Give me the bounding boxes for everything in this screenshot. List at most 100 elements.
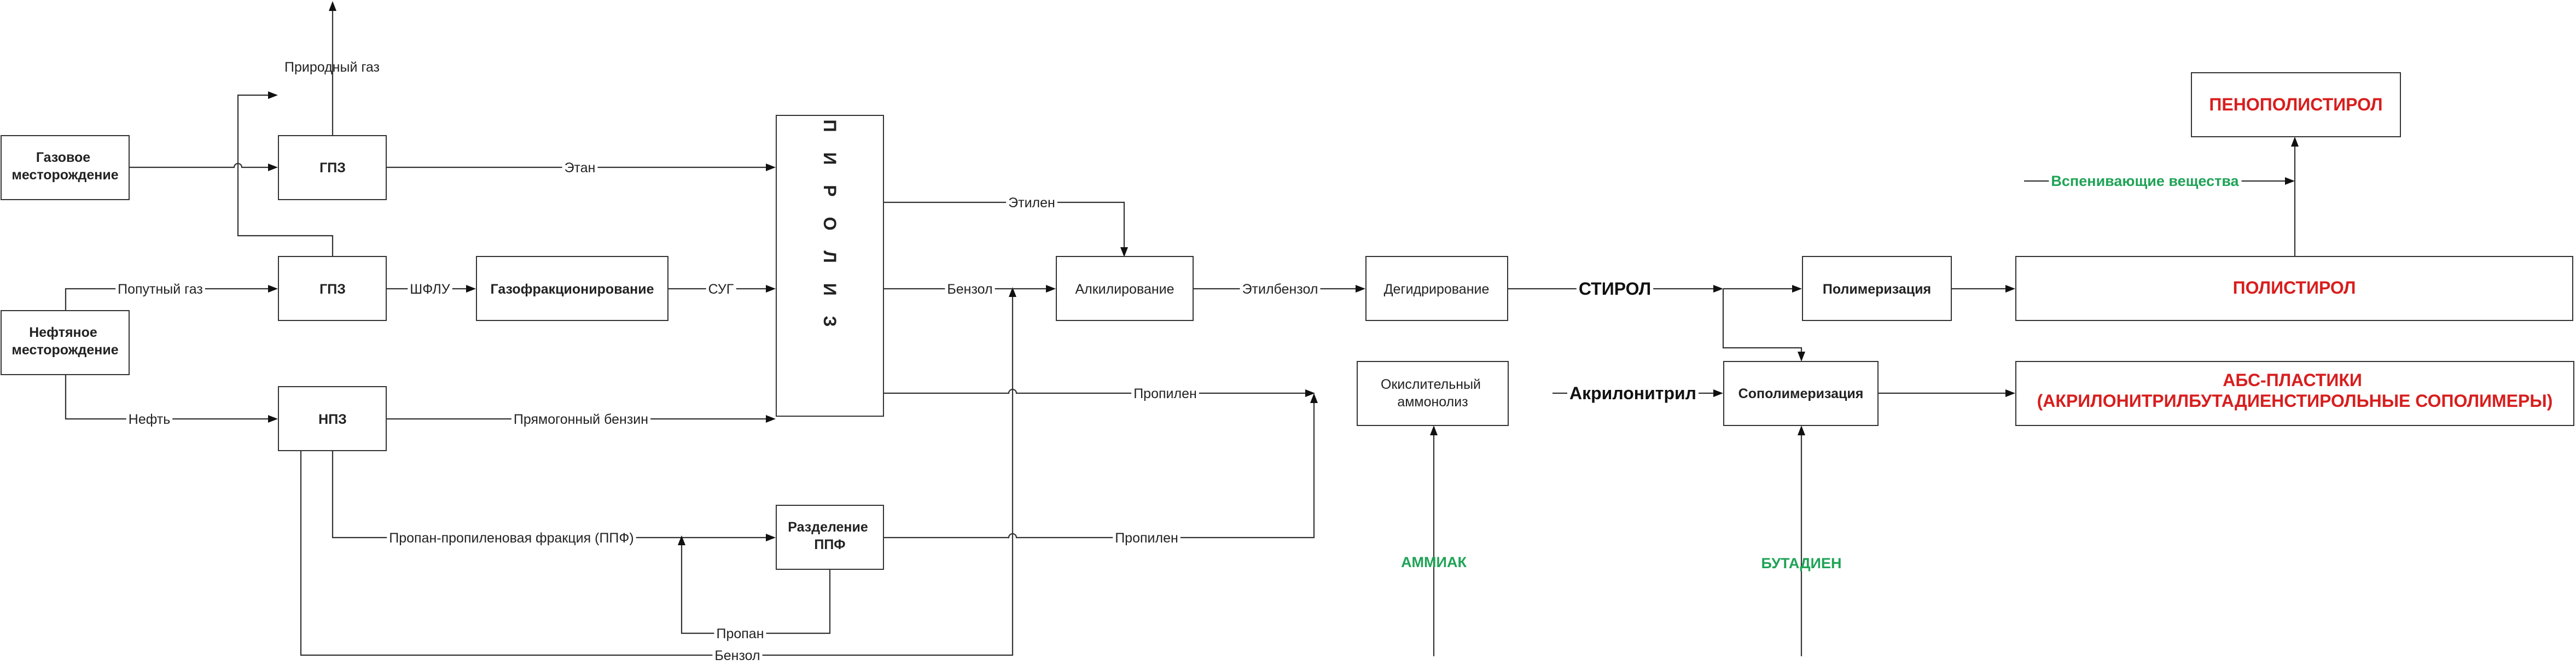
edge-benzene-bottom [300,297,1014,656]
alkylation-label: Алкилирование [1075,282,1174,297]
polymerization-box [1802,256,1952,321]
label-background [706,283,736,296]
propylene-top-label: Пропилен [1133,386,1197,401]
arrowhead [766,285,776,293]
oil-field-label-line1: Нефтяное [29,325,97,340]
abs-plastics-label: АБС-ПЛАСТИКИ (АКРИЛОНИТРИЛБУТАДИЕНСТИРОЛ… [2037,370,2553,411]
ppf-separation-box [776,505,884,570]
oxidative-ammonolysis-label-line2: аммонолиз [1397,394,1468,410]
label-background [562,161,598,174]
arrowhead [766,164,776,171]
label-background [387,532,636,545]
label-background [1131,387,1199,400]
gas-field-label-line1: Газовое [36,150,90,165]
polystyrene-label: ПОЛИСТИРОЛ [2233,278,2356,298]
abs-plastics-label-line1: АБС-ПЛАСТИКИ [2223,370,2362,390]
oxidative-ammonolysis-label-line1: Окислительный [1381,377,1481,392]
polymerization-label: Полимеризация [1823,282,1931,297]
label-background [945,283,995,296]
ammonia-label: АММИАК [1401,554,1467,570]
pyrolysis-box [776,115,884,417]
arrowhead [1356,285,1365,293]
alkylation-box [1056,256,1194,321]
pyrolysis-label: П И Р О Л И З [820,119,840,334]
straight-run-gasoline-label: Прямогонный бензин [514,412,648,427]
arrowhead [766,534,776,541]
label-background [126,413,173,426]
ppf-separation-label-line1: Разделение [788,520,868,535]
natural-gas-label: Природный газ [284,60,380,75]
shflu-label: ШФЛУ [410,282,450,297]
ppf-separation-label: Разделение ППФ [788,520,872,552]
ppf-separation-label-line2: ППФ [814,537,845,552]
arrowhead [329,1,336,11]
oxidative-ammonolysis-box [1357,361,1509,426]
arrowhead [2005,285,2015,293]
ethylbenzene-label: Этилбензол [1242,282,1318,297]
label-background [115,283,205,296]
npz-box [278,386,387,451]
oxidative-ammonolysis-label: Окислительный аммонолиз [1381,377,1485,410]
label-background [712,649,763,662]
arrowhead [1046,285,1056,293]
arrowhead [268,285,278,293]
label-background [1576,280,1654,298]
label-background [1006,196,1057,209]
styrene-label: СТИРОЛ [1579,279,1651,299]
edge-gas-field-to-gpz [130,162,268,168]
edge-oil [65,375,268,420]
edge-ethylene [883,201,1125,247]
abs-plastics-box [2015,361,2574,426]
associated-gas-label: Попутный газ [118,282,203,297]
arrowhead [268,415,278,423]
edge-propylene-top [883,388,1305,394]
label-background [714,627,766,640]
arrowhead [268,91,278,99]
gpz-mid-box [278,256,387,321]
arrowhead [1305,389,1315,397]
nodes [1,72,2574,570]
oil-field-box [1,310,130,375]
butadiene-label: БУТАДИЕН [1761,555,1842,571]
propylene-bottom-label: Пропилен [1115,530,1178,546]
gas-field-label-line2: месторождение [11,167,118,183]
polystyrene-box [2015,256,2573,321]
propane-label: Пропан [716,626,764,641]
npz-label: НПЗ [318,412,347,427]
arrowhead [268,164,278,171]
arrowhead [1713,285,1723,293]
edge-labels: Природный газ Этан Попутный газ ШФЛУ СУГ… [115,60,2242,663]
gas-field-label: Газовое месторождение [11,150,118,183]
gas-fractionation-box [476,256,668,321]
edge-propylene-bottom [883,403,1315,539]
arrowhead [1713,389,1723,397]
acrylonitrile-label: Акрилонитрил [1569,383,1696,403]
arrowhead [766,415,776,423]
gpz-top-box [278,135,387,200]
copolymerization-label: Сополимеризация [1738,386,1864,401]
ethylene-label: Этилен [1008,195,1055,211]
lpg-label: СУГ [708,282,734,297]
label-background [1240,283,1321,296]
gpz-top-label: ГПЗ [319,160,346,176]
arrowhead [1120,247,1128,257]
arrowhead [466,285,476,293]
edge-ppf [332,451,766,539]
edges [65,1,2299,656]
arrowhead [1310,393,1318,403]
arrowhead [1798,425,1805,435]
arrowhead [1798,352,1805,361]
gas-field-box [1,135,130,200]
label-background [1113,532,1181,545]
dehydrogenation-label: Дегидрирование [1384,282,1490,297]
gas-fractionation-label: Газофракционирование [490,282,654,297]
arrowhead [2005,389,2015,397]
arrowhead [1009,287,1016,297]
benzene-bottom-label: Бензол [714,648,760,663]
polystyrene-foam-box [2191,72,2401,137]
abs-plastics-label-line2: (АКРИЛОНИТРИЛБУТАДИЕНСТИРОЛЬНЫЕ СОПОЛИМЕ… [2037,391,2553,411]
oil-label: Нефть [129,412,170,427]
ethane-label: Этан [565,160,596,176]
arrowhead [678,535,685,545]
